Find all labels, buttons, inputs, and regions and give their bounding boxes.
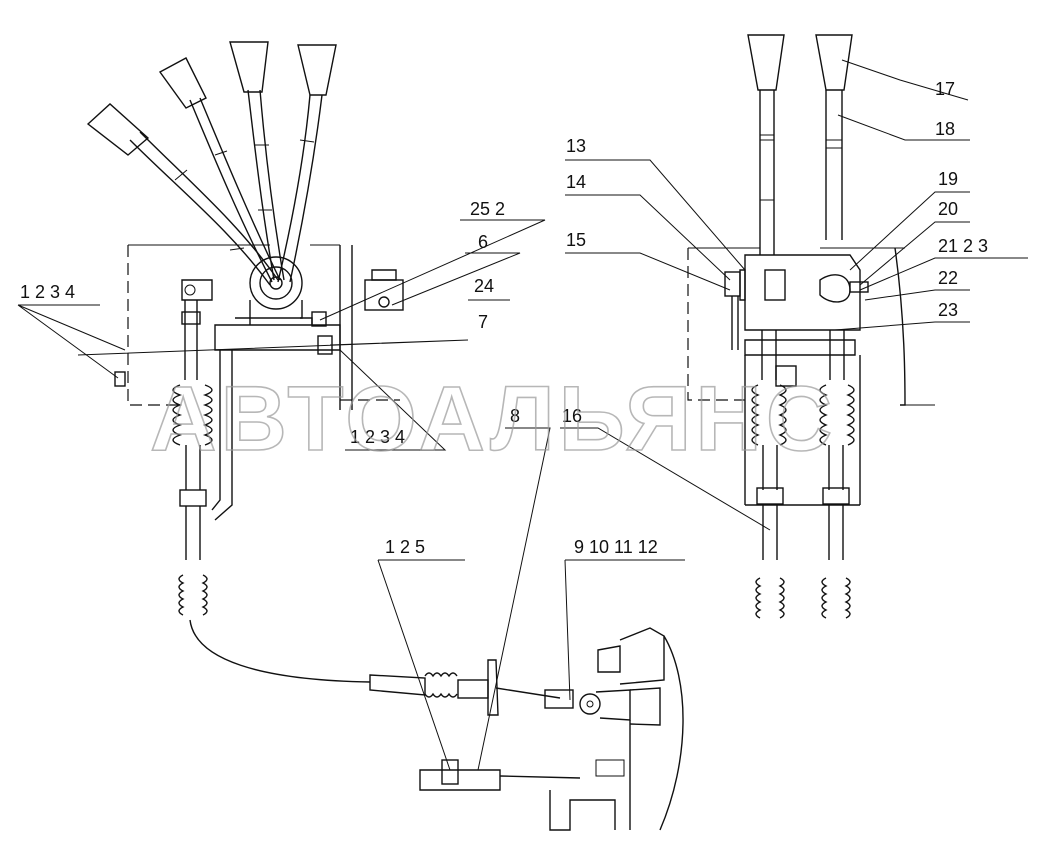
callout-6: 6 — [478, 232, 488, 252]
callout-1234-left: 1 2 3 4 — [20, 282, 75, 302]
callout-25-2: 25 2 — [470, 199, 505, 219]
watermark: АВТОАЛЬЯНС — [150, 368, 836, 470]
left-rod — [184, 300, 198, 380]
callout-125: 1 2 5 — [385, 537, 425, 557]
callout-16: 16 — [562, 406, 582, 426]
right-frame-dashed — [687, 248, 745, 401]
callout-15: 15 — [566, 230, 586, 250]
lever-knob-1 — [86, 103, 150, 156]
callout-23: 23 — [938, 300, 958, 320]
callout-1234-mid: 1 2 3 4 — [350, 427, 405, 447]
callout-8: 8 — [510, 406, 520, 426]
callout-21-2-3: 21 2 3 — [938, 236, 988, 256]
callout-9101112: 9 10 11 12 — [574, 537, 658, 557]
callout-labels: 1 2 3 4 25 2 6 24 7 1 2 3 4 8 16 1 2 5 9… — [20, 79, 988, 557]
lever-handles-fan — [86, 41, 337, 286]
lever-knob-18 — [815, 34, 853, 91]
callout-20: 20 — [938, 199, 958, 219]
right-lever-assembly — [687, 34, 935, 619]
leader-lines — [17, 59, 1028, 771]
lever-knob-4 — [297, 44, 337, 96]
base-plate — [214, 324, 341, 351]
callout-19: 19 — [938, 169, 958, 189]
callout-18: 18 — [935, 119, 955, 139]
cable-assembly — [189, 619, 684, 831]
callout-7: 7 — [478, 312, 488, 332]
right-rubber-boots — [751, 384, 855, 446]
callout-14: 14 — [566, 172, 586, 192]
callout-13: 13 — [566, 136, 586, 156]
callout-24: 24 — [474, 276, 494, 296]
cable — [189, 619, 371, 683]
left-lever-assembly — [86, 41, 404, 616]
callout-17: 17 — [935, 79, 955, 99]
pedal-base — [419, 769, 501, 791]
lever-knob-3 — [229, 41, 269, 93]
pivot-hub — [249, 256, 303, 319]
left-rubber-boot — [172, 384, 213, 446]
lever-knob-17 — [747, 34, 785, 91]
lever-housing — [744, 254, 861, 331]
lever-knob-2 — [158, 57, 207, 109]
callout-22: 22 — [938, 268, 958, 288]
right-levers — [747, 34, 853, 255]
